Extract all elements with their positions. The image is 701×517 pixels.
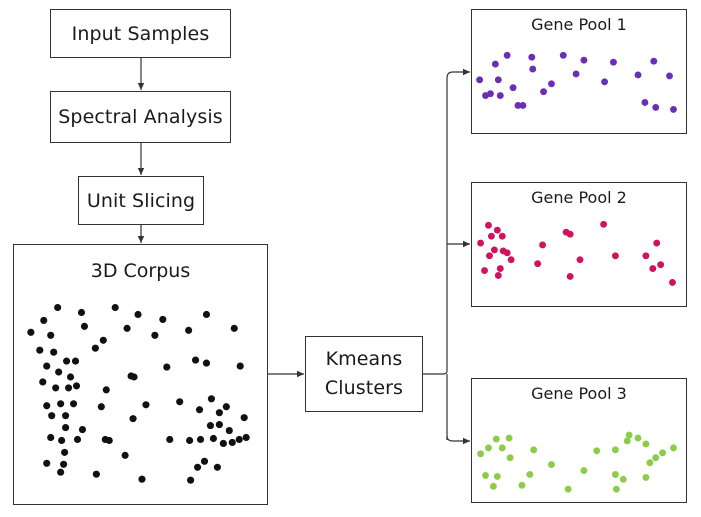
3d-corpus-box: 3D Corpus [13,244,268,505]
gene-pool-3-label: Gene Pool 3 [531,384,627,403]
branch-trunk [446,71,454,371]
gene-pool-3-box: Gene Pool 3 [471,378,687,503]
kmeans-clusters-box: Kmeans Clusters [305,336,423,412]
spectral-analysis-label: Spectral Analysis [58,106,223,128]
unit-slicing-label: Unit Slicing [86,189,196,212]
unit-slicing-box: Unit Slicing [78,176,204,225]
3d-corpus-label: 3D Corpus [90,260,191,282]
corpus-scatter [27,303,250,484]
gene-pool-1-box: Gene Pool 1 [471,9,687,134]
gene-pool-3-scatter [477,431,677,493]
input-samples-box: Input Samples [50,9,231,58]
input-samples-label: Input Samples [71,22,210,45]
gene-pool-1-scatter [476,51,677,113]
arrow-to-gene-pool-3 [446,435,470,445]
gene-pool-2-label: Gene Pool 2 [531,188,627,207]
spectral-analysis-box: Spectral Analysis [50,91,231,143]
branch-bend [442,370,448,375]
gene-pool-2-scatter [477,220,676,286]
kmeans-label-line1: Kmeans [325,348,403,370]
gene-pool-2-box: Gene Pool 2 [471,182,687,307]
kmeans-label-line2: Clusters [324,377,404,399]
gene-pool-1-label: Gene Pool 1 [531,15,627,34]
